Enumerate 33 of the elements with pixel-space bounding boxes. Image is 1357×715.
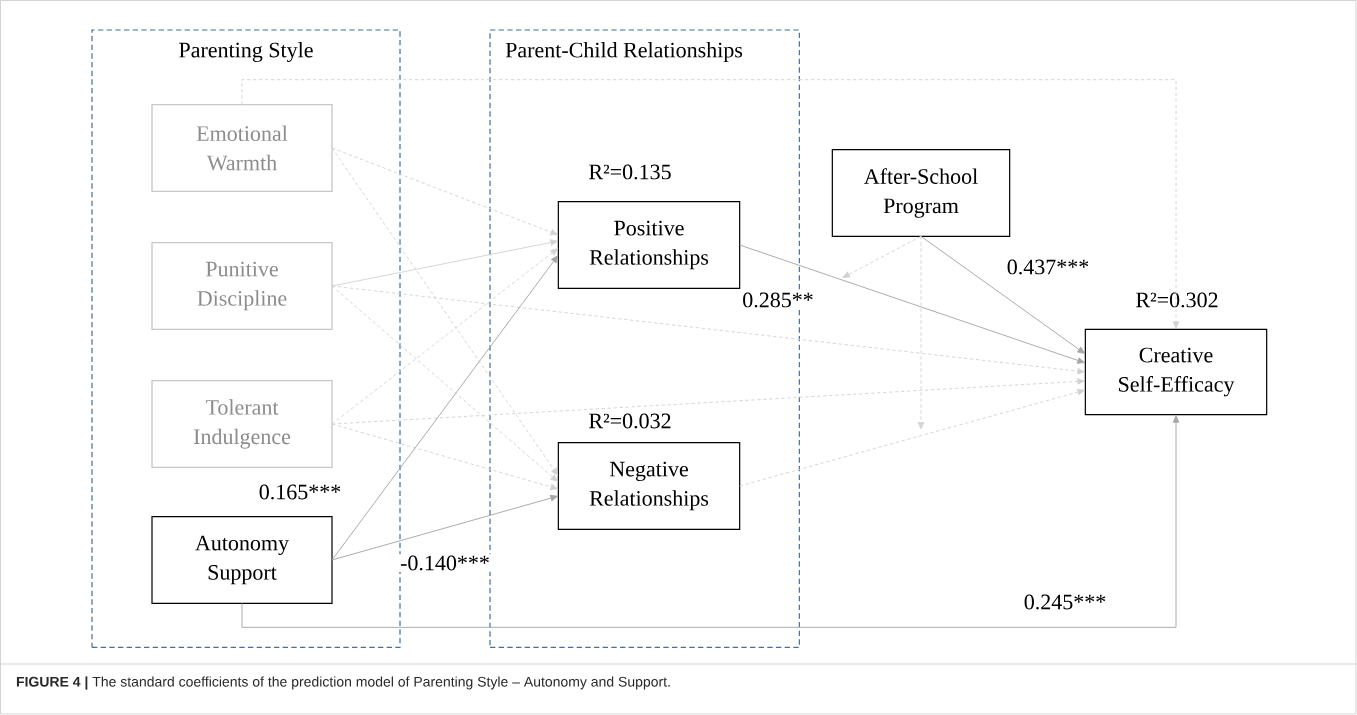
arrow: [331, 285, 558, 482]
arrow: [331, 239, 558, 287]
r-squared-label: R²=0.302: [1136, 292, 1218, 308]
variable-box: Positive Relationships: [557, 201, 741, 289]
coefficient-label: 0.437***: [1005, 258, 1091, 276]
arrow: [331, 494, 558, 561]
arrow: [331, 147, 558, 236]
variable-box: Emotional Warmth: [151, 104, 333, 192]
arrow: [331, 378, 1085, 425]
variable-box: Negative Relationships: [557, 442, 741, 530]
r-squared-label: R²=0.135: [589, 164, 671, 180]
coefficient-label: -0.140***: [398, 554, 492, 572]
coefficient-label: 0.285**: [740, 291, 816, 309]
arrow: [331, 248, 558, 425]
coefficient-label: 0.245***: [1022, 593, 1108, 611]
variable-box: Tolerant Indulgence: [151, 380, 333, 468]
arrow: [842, 235, 922, 278]
arrow: [241, 79, 1180, 329]
coefficient-label: 0.165***: [257, 483, 343, 501]
arrow: [739, 244, 1085, 364]
arrow: [331, 255, 559, 561]
variable-box: Autonomy Support: [151, 516, 333, 604]
arrow: [331, 147, 559, 476]
variable-box: Punitive Discipline: [151, 242, 333, 330]
arrow: [917, 235, 925, 430]
variable-box: Creative Self-Efficacy: [1084, 328, 1268, 416]
r-squared-label: R²=0.032: [589, 413, 671, 429]
variable-box: After-School Program: [831, 149, 1011, 237]
caption: FIGURE 4 | The standard coefficients of the prediction model of Parenting Style – Autonomy and Support.: [16, 676, 670, 690]
arrow: [920, 235, 1085, 354]
arrow: [331, 285, 1085, 375]
arrow: [739, 388, 1085, 487]
arrow: [241, 415, 1180, 628]
